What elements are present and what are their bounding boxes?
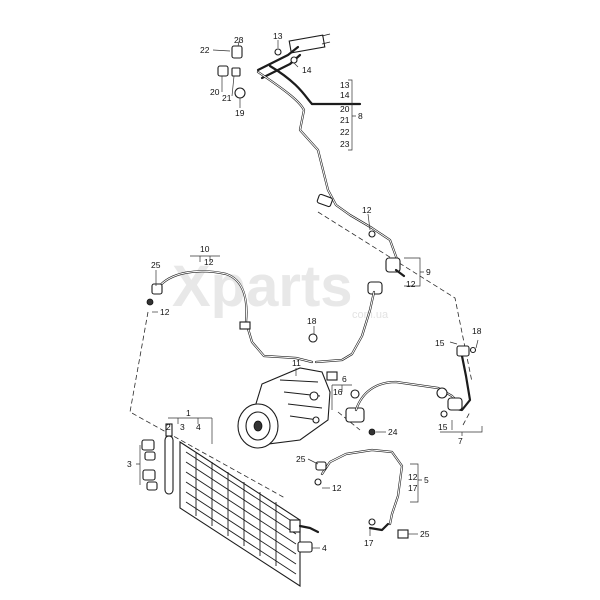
drier-cartridge-2 <box>164 423 174 495</box>
callout-18-a: 18 <box>307 316 317 326</box>
callout-12-a: 12 <box>362 205 372 215</box>
condenser-1 <box>179 440 320 588</box>
callout-17-a: 17 <box>408 483 418 493</box>
valve-parts-19-23 <box>217 45 298 99</box>
callout-3-left: 3 <box>127 459 132 469</box>
callout-17-b: 17 <box>364 538 374 548</box>
callout-12-b: 12 <box>406 279 416 289</box>
callout-21-top: 21 <box>222 93 232 103</box>
ac-compressor-11 <box>237 367 331 449</box>
callout-6: 6 <box>342 374 347 384</box>
hose-assembly-6-7 <box>345 345 477 436</box>
callout-24: 24 <box>388 427 398 437</box>
leader-lines <box>136 37 483 549</box>
bracket-set-3 <box>141 439 158 491</box>
callout-4-bottom: 4 <box>322 543 327 553</box>
callout-13-top: 13 <box>273 31 283 41</box>
callout-15-b: 15 <box>438 422 448 432</box>
callout-14-group: 14 <box>340 90 350 100</box>
suction-line-9 <box>308 268 406 364</box>
callout-14-top: 14 <box>302 65 312 75</box>
callout-4-top: 4 <box>196 422 201 432</box>
callout-22-group: 22 <box>340 127 350 137</box>
liquid-line-5 <box>314 448 409 539</box>
callout-20-top: 20 <box>210 87 220 97</box>
callout-25-a: 25 <box>151 260 161 270</box>
watermark-domain: com.ua <box>352 309 389 321</box>
callout-12-d: 12 <box>160 307 170 317</box>
callout-23-top: 23 <box>234 35 244 45</box>
callout-19: 19 <box>235 108 245 118</box>
callout-21-group: 21 <box>340 115 350 125</box>
callout-1: 1 <box>186 408 191 418</box>
callout-11: 11 <box>292 358 301 368</box>
callout-12-f: 12 <box>408 472 418 482</box>
callout-18-b: 18 <box>472 326 482 336</box>
callout-13-group: 13 <box>340 80 350 90</box>
callout-23-group: 23 <box>340 139 350 149</box>
callout-16: 16 <box>333 387 343 397</box>
callout-22-top: 22 <box>200 45 210 55</box>
callout-5: 5 <box>424 475 429 485</box>
callout-12-c: 12 <box>204 257 214 267</box>
callout-3-top: 3 <box>180 422 185 432</box>
callout-2: 2 <box>166 422 171 432</box>
high-pressure-line-8 <box>256 33 401 273</box>
callout-7: 7 <box>458 436 463 446</box>
callout-labels: 22 23 13 14 20 21 19 13 14 20 21 22 23 8… <box>127 31 482 553</box>
pressure-line-10 <box>146 270 338 381</box>
callout-12-e: 12 <box>332 483 342 493</box>
callout-25-b: 25 <box>296 454 306 464</box>
callout-15-a: 15 <box>435 338 445 348</box>
callout-8: 8 <box>358 111 363 121</box>
callout-20-group: 20 <box>340 104 350 114</box>
callout-9: 9 <box>426 267 431 277</box>
callout-25-c: 25 <box>420 529 430 539</box>
callout-10: 10 <box>200 244 210 254</box>
watermark-brand: Xparts <box>172 254 353 319</box>
